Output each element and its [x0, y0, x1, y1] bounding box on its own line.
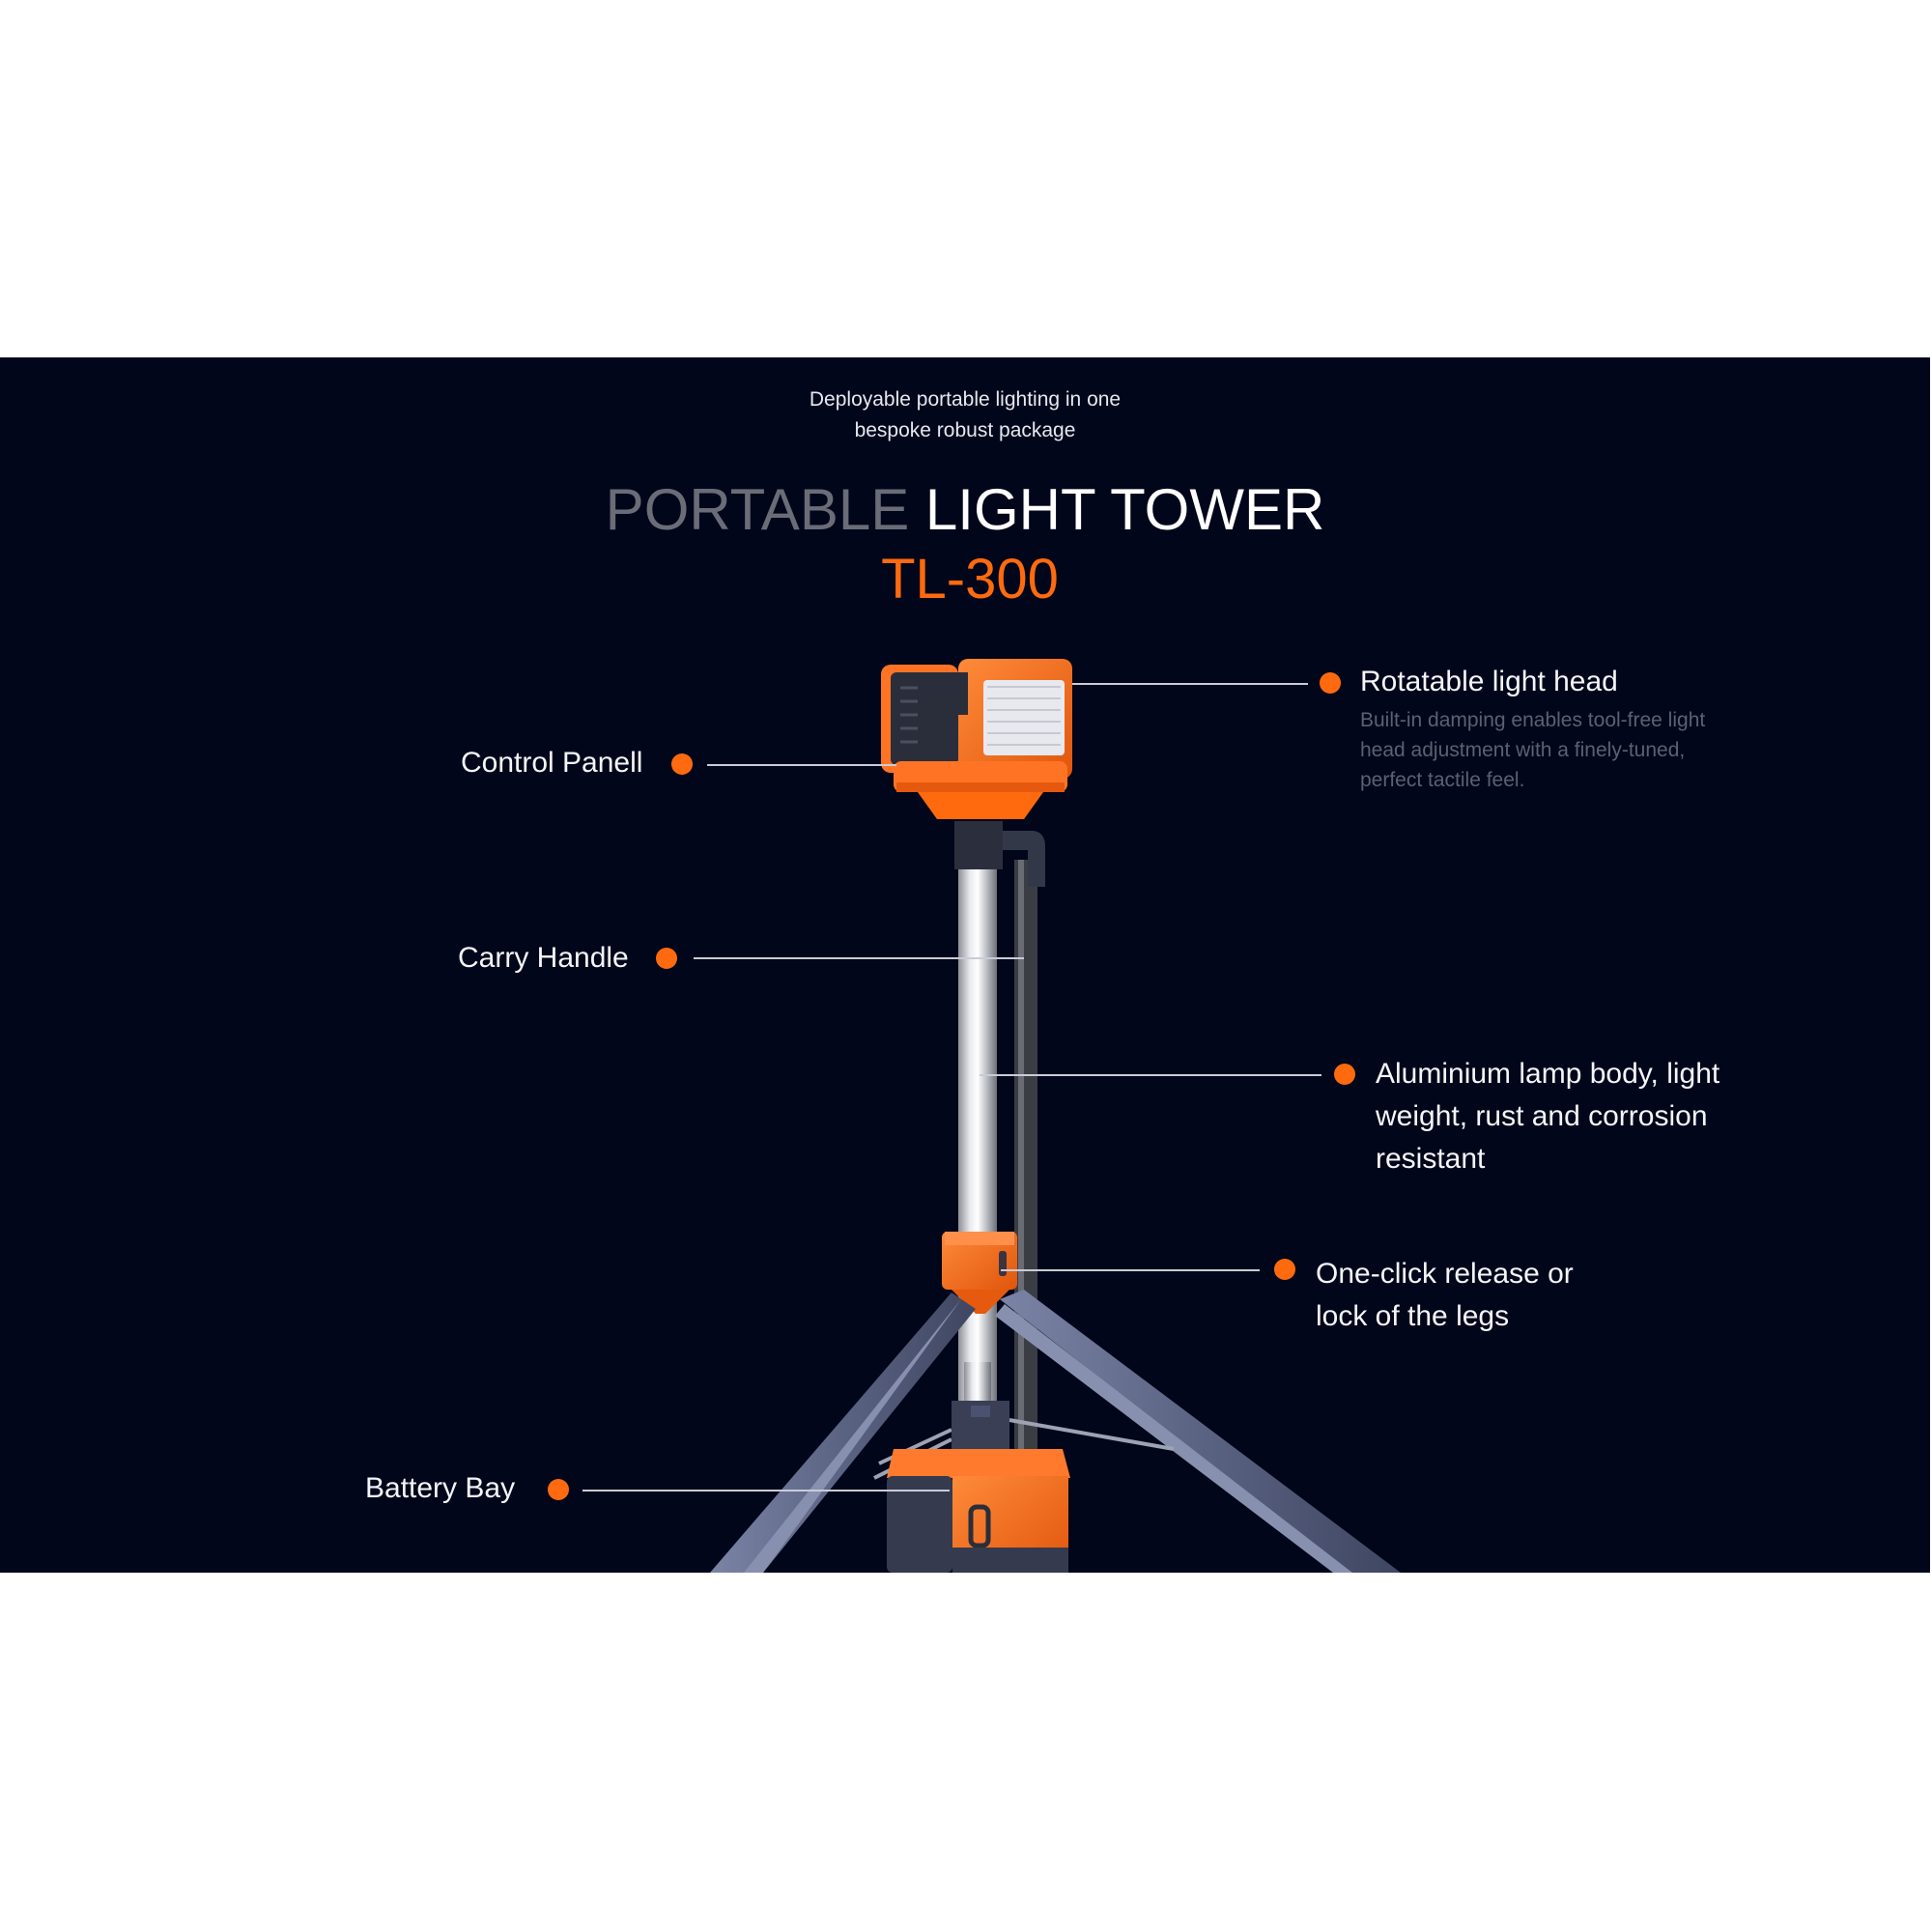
- callout-line-control-panel: [707, 764, 896, 766]
- callout-line-battery-bay: [582, 1490, 950, 1492]
- tagline-line-2: bespoke robust package: [854, 419, 1076, 441]
- product-banner: Deployable portable lighting in one besp…: [0, 357, 1930, 1573]
- battery-bay: [887, 1449, 1070, 1573]
- callout-line-leg-release: [1001, 1269, 1260, 1271]
- callout-label-leg-release: One-click release or lock of the legs: [1316, 1253, 1574, 1338]
- desc-line-3: perfect tactile feel.: [1360, 769, 1525, 791]
- orange-dot-icon: [1320, 672, 1341, 694]
- desc-line-2: head adjustment with a finely-tuned,: [1360, 739, 1686, 761]
- tagline: Deployable portable lighting in one besp…: [0, 384, 1930, 446]
- tripod-legs: [710, 1290, 1401, 1573]
- leg-release-line-1: One-click release or: [1316, 1258, 1574, 1290]
- orange-dot-icon: [656, 948, 677, 969]
- callout-line-rotatable-head: [1072, 683, 1308, 685]
- orange-dot-icon: [548, 1479, 569, 1500]
- aluminium-line-2: weight, rust and corrosion: [1376, 1100, 1708, 1132]
- light-tower-illustration: [710, 659, 1401, 1573]
- leg-release-line-2: lock of the legs: [1316, 1300, 1510, 1332]
- page-title: PORTABLE LIGHT TOWER: [0, 481, 1930, 539]
- tagline-line-1: Deployable portable lighting in one: [809, 388, 1122, 411]
- callout-desc-rotatable-head: Built-in damping enables tool-free light…: [1360, 705, 1705, 795]
- callout-label-control-panel: Control Panell: [461, 747, 643, 779]
- callout-line-aluminium-body: [980, 1074, 1321, 1076]
- orange-dot-icon: [1334, 1064, 1355, 1085]
- aluminium-line-3: resistant: [1376, 1143, 1486, 1175]
- callout-label-aluminium-body: Aluminium lamp body, light weight, rust …: [1376, 1053, 1719, 1180]
- callout-line-carry-handle: [694, 957, 1024, 959]
- orange-dot-icon: [1274, 1259, 1295, 1280]
- title-muted: PORTABLE: [605, 477, 910, 542]
- light-head: [881, 659, 1072, 779]
- callout-label-battery-bay: Battery Bay: [365, 1472, 516, 1504]
- carry-handle: [954, 821, 1045, 887]
- desc-line-1: Built-in damping enables tool-free light: [1360, 709, 1706, 731]
- callout-label-carry-handle: Carry Handle: [458, 942, 629, 974]
- aluminium-line-1: Aluminium lamp body, light: [1376, 1058, 1720, 1090]
- orange-dot-icon: [671, 753, 693, 775]
- leg-clamp: [942, 1232, 1017, 1314]
- callout-label-rotatable-head: Rotatable light head: [1360, 666, 1618, 697]
- title-bright: LIGHT TOWER: [924, 477, 1325, 542]
- model-name: TL-300: [881, 548, 1059, 611]
- control-panel-base: [894, 761, 1067, 819]
